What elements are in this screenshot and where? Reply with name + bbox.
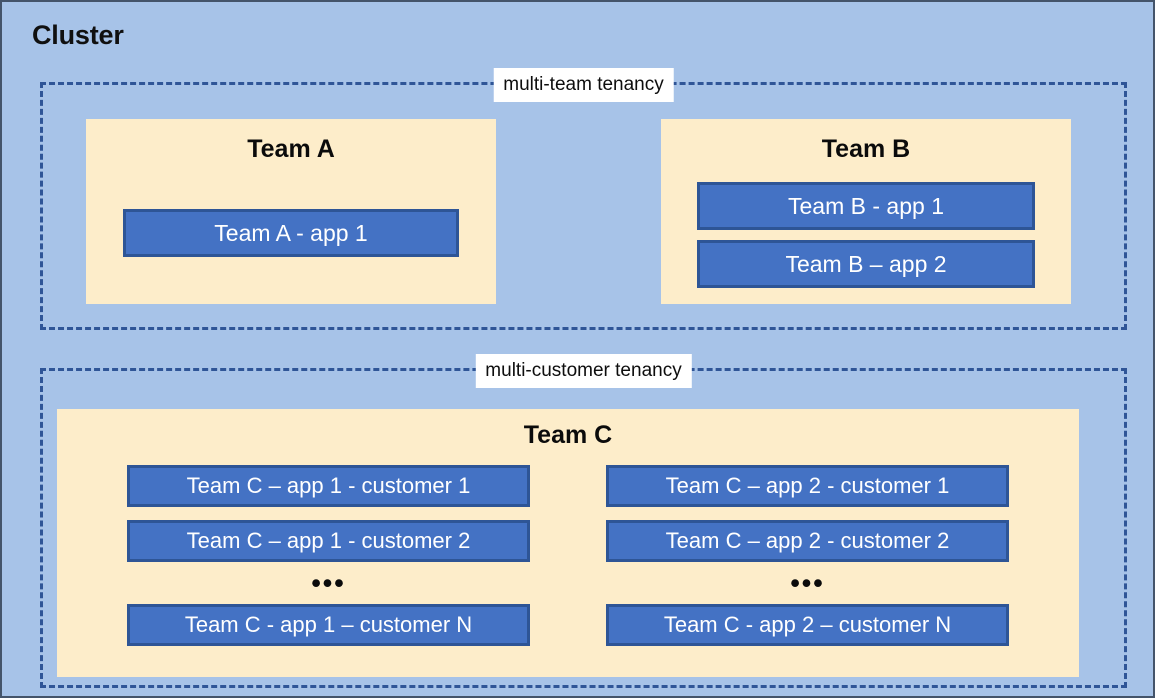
tenancy-label-multi-team: multi-team tenancy	[493, 68, 674, 102]
app-box-team-c-app-2-customer-1[interactable]: Team C – app 2 - customer 1	[606, 465, 1009, 507]
team-panel-team-b: Team B Team B - app 1 Team B – app 2	[661, 119, 1071, 304]
app-box-team-c-app-1-customer-1[interactable]: Team C – app 1 - customer 1	[127, 465, 530, 507]
app-box-team-c-app-2-customer-n[interactable]: Team C - app 2 – customer N	[606, 604, 1009, 646]
app-box-team-a-app-1[interactable]: Team A - app 1	[123, 209, 459, 257]
tenancy-group-multi-team: multi-team tenancy	[40, 68, 1127, 330]
cluster-title: Cluster	[32, 20, 124, 50]
app-box-team-b-app-1[interactable]: Team B - app 1	[697, 182, 1035, 230]
team-panel-team-c: Team C Team C – app 1 - customer 1 Team …	[57, 409, 1079, 677]
tenancy-group-multi-customer: multi-customer tenancy	[40, 354, 1127, 688]
team-heading-team-b: Team B	[821, 135, 911, 163]
team-a-app-list: Team A - app 1	[123, 209, 459, 257]
ellipsis-team-c-app-2: •••	[790, 567, 825, 598]
app-box-team-c-app-1-customer-2[interactable]: Team C – app 1 - customer 2	[127, 520, 530, 562]
team-heading-team-a: Team A	[247, 135, 335, 163]
team-c-app-columns: Team C – app 1 - customer 1 Team C – app…	[57, 465, 1079, 646]
team-heading-team-c: Team C	[523, 421, 613, 449]
team-b-app-list: Team B - app 1 Team B – app 2	[697, 182, 1035, 288]
app-box-team-b-app-2[interactable]: Team B – app 2	[697, 240, 1035, 288]
app-box-team-c-app-2-customer-2[interactable]: Team C – app 2 - customer 2	[606, 520, 1009, 562]
team-panel-team-a: Team A Team A - app 1	[86, 119, 496, 304]
ellipsis-team-c-app-1: •••	[311, 567, 346, 598]
tenancy-label-multi-customer: multi-customer tenancy	[475, 354, 692, 388]
team-c-app2-column: Team C – app 2 - customer 1 Team C – app…	[606, 465, 1009, 646]
team-c-app1-column: Team C – app 1 - customer 1 Team C – app…	[127, 465, 530, 646]
app-box-team-c-app-1-customer-n[interactable]: Team C - app 1 – customer N	[127, 604, 530, 646]
